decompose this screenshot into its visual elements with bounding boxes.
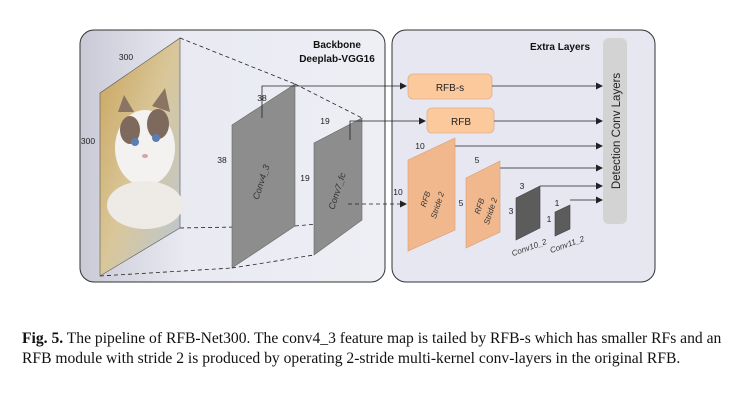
figure-caption: Fig. 5. The pipeline of RFB-Net300. The … [22, 329, 722, 369]
backbone-subtitle: Deeplab-VGG16 [299, 54, 375, 65]
conv7-size-left: 19 [300, 173, 310, 183]
extra-layers-title: Extra Layers [530, 42, 590, 53]
rfb-s-box [407, 73, 493, 100]
conv11-2-block [554, 204, 571, 237]
conv11-2-size-top: 1 [555, 198, 560, 208]
detection-conv-layers-label: Detection Conv Layers [611, 73, 623, 190]
rfb-net-pipeline-diagram: Backbone Deeplab-VGG16 Extra Layers Dete… [79, 29, 656, 283]
input-height-label: 300 [81, 136, 95, 146]
conv10-2-block [515, 185, 541, 241]
rfb-stride-1-size-top: 10 [415, 141, 425, 151]
input-image [99, 37, 183, 277]
conv7-fc-block [313, 117, 363, 256]
input-width-label: 300 [119, 52, 133, 62]
conv10-2-size-top: 3 [520, 181, 525, 191]
figure-caption-text: The pipeline of RFB-Net300. The conv4_3 … [22, 330, 722, 367]
detection-conv-layers-bar [603, 38, 627, 224]
detection-connectors [455, 82, 603, 204]
conv7-size-top: 19 [320, 116, 330, 126]
rfb-stride-block-2 [465, 160, 501, 249]
rfb-stride-block-1 [407, 137, 456, 252]
rfb-box [426, 107, 495, 134]
rfb-label: RFB [451, 117, 471, 128]
backbone-title: Backbone [313, 40, 361, 51]
conv11-2-size-left: 1 [547, 214, 552, 224]
rfb-s-label: RFB-s [436, 83, 464, 94]
conv4-3-size-left: 38 [217, 155, 227, 165]
rfb-stride-2-size-left: 5 [459, 198, 464, 208]
rfb-stride-2-size-top: 5 [475, 155, 480, 165]
figure-caption-prefix: Fig. 5. [22, 330, 64, 347]
conv10-2-size-left: 3 [509, 206, 514, 216]
rfb-stride-1-size-left: 10 [393, 187, 403, 197]
feature-connectors [261, 82, 426, 208]
